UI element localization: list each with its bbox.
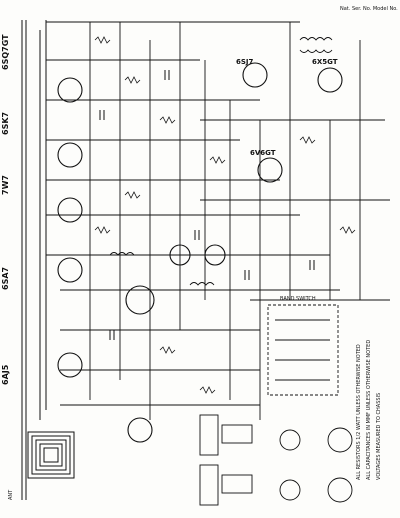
annotations: Nat. Ser. No. Model No. ANT ALL RESISTOR… — [8, 6, 398, 500]
vertical-wiring — [89, 22, 361, 420]
tube-label-6sq7gt: 6SQ7GT — [1, 34, 10, 70]
cap-note: ALL CAPACITANCES IN MMF UNLESS OTHERWISE… — [366, 340, 372, 480]
switch-label: BAND SWITCH — [280, 296, 316, 302]
voltage-note: VOLTAGES MEASURED TO CHASSIS — [376, 393, 382, 480]
tube-label-7w7: 7W7 — [1, 175, 10, 195]
resistors — [94, 36, 356, 394]
antenna-label: ANT — [8, 489, 14, 500]
horizontal-wiring — [46, 21, 390, 406]
tube-sockets — [57, 62, 343, 443]
tube-label-6v6gt: 6V6GT — [250, 149, 276, 157]
mechanical-parts — [199, 414, 353, 506]
tube-label-6sj7: 6SJ7 — [236, 58, 254, 66]
top-right-note: Nat. Ser. No. Model No. — [340, 6, 398, 12]
tube-label-6sk7: 6SK7 — [1, 112, 10, 135]
tube-label-6sa7: 6SA7 — [1, 267, 10, 290]
band-switch-panel — [267, 304, 339, 396]
left-bus-lines — [21, 20, 47, 500]
coils — [109, 37, 333, 286]
schematic-note: ALL RESISTORS 1/2 WATT UNLESS OTHERWISE … — [356, 344, 362, 480]
tube-label-6aj5: 6AJ5 — [1, 364, 10, 385]
tube-labels: 6SQ7GT 6SK7 7W7 6SA7 6AJ5 6SJ7 6X5GT 6V6… — [1, 34, 338, 385]
capacitors — [99, 70, 315, 340]
tube-label-6x5gt: 6X5GT — [312, 58, 338, 66]
loop-antenna — [27, 431, 75, 479]
